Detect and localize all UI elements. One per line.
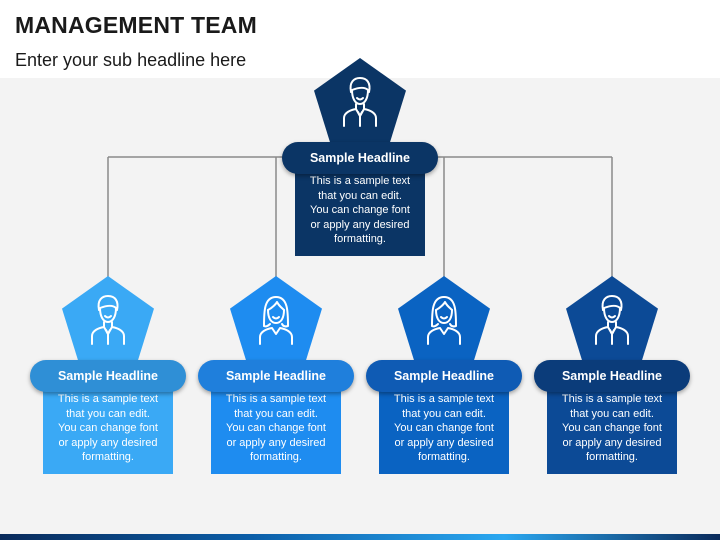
- team-member-4-body[interactable]: This is a sample text that you can edit.…: [547, 376, 677, 474]
- team-member-3-badge: [398, 276, 490, 362]
- team-member-body-line: or apply any desired: [394, 436, 494, 449]
- team-member-body-line: formatting.: [418, 451, 470, 464]
- team-member-body-line: You can change font: [394, 422, 494, 435]
- team-member-body-line: that you can edit.: [234, 407, 318, 420]
- team-member-2-body[interactable]: This is a sample text that you can edit.…: [211, 376, 341, 474]
- team-member-4-headline[interactable]: Sample Headline: [534, 360, 690, 392]
- top-node: Sample Headline This is a sample text th…: [282, 58, 438, 268]
- team-member-body-line: This is a sample text: [225, 393, 327, 405]
- top-node-badge: [314, 58, 406, 144]
- team-member-1-badge: [62, 276, 154, 362]
- top-node-headline[interactable]: Sample Headline: [282, 142, 438, 174]
- team-member-1: Sample Headline This is a sample text th…: [30, 276, 186, 486]
- slide-subtitle: Enter your sub headline here: [15, 50, 247, 70]
- team-member-body-line: formatting.: [250, 451, 302, 464]
- male-person-icon: [595, 295, 629, 345]
- top-node-body[interactable]: This is a sample text that you can edit.…: [295, 158, 425, 256]
- team-member-body-line: or apply any desired: [226, 436, 326, 449]
- team-member-body-line: You can change font: [226, 422, 326, 435]
- male-person-icon: [343, 77, 377, 127]
- team-member-2-badge: [230, 276, 322, 362]
- top-node-body-line: that you can edit.: [318, 189, 402, 202]
- top-node-body-line: You can change font: [310, 204, 410, 217]
- team-member-3: Sample Headline This is a sample text th…: [366, 276, 522, 486]
- team-member-3-body[interactable]: This is a sample text that you can edit.…: [379, 376, 509, 474]
- team-member-1-headline[interactable]: Sample Headline: [30, 360, 186, 392]
- team-member-body-line: or apply any desired: [562, 436, 662, 449]
- team-member-body-line: This is a sample text: [393, 393, 495, 405]
- top-node-body-line: formatting.: [334, 233, 386, 246]
- top-node-body-line: This is a sample text: [309, 175, 411, 187]
- male-person-icon: [91, 295, 125, 345]
- team-member-2: Sample Headline This is a sample text th…: [198, 276, 354, 486]
- team-member-2-headline[interactable]: Sample Headline: [198, 360, 354, 392]
- team-member-body-line: or apply any desired: [58, 436, 158, 449]
- team-member-body-line: You can change font: [58, 422, 158, 435]
- female-person-icon: [259, 296, 293, 345]
- slide-title: MANAGEMENT TEAM: [15, 12, 257, 38]
- footer-gradient-bar: [0, 534, 720, 540]
- team-member-1-body[interactable]: This is a sample text that you can edit.…: [43, 376, 173, 474]
- team-member-4: Sample Headline This is a sample text th…: [534, 276, 690, 486]
- team-member-body-line: that you can edit.: [570, 407, 654, 420]
- team-member-3-headline[interactable]: Sample Headline: [366, 360, 522, 392]
- team-member-body-line: formatting.: [82, 451, 134, 464]
- team-member-body-line: You can change font: [562, 422, 662, 435]
- team-member-body-line: that you can edit.: [402, 407, 486, 420]
- top-node-body-line: or apply any desired: [310, 218, 410, 231]
- team-member-body-line: that you can edit.: [66, 407, 150, 420]
- team-member-4-badge: [566, 276, 658, 362]
- team-member-body-line: formatting.: [586, 451, 638, 464]
- team-member-body-line: This is a sample text: [57, 393, 159, 405]
- team-member-body-line: This is a sample text: [561, 393, 663, 405]
- female-person-icon: [427, 296, 461, 345]
